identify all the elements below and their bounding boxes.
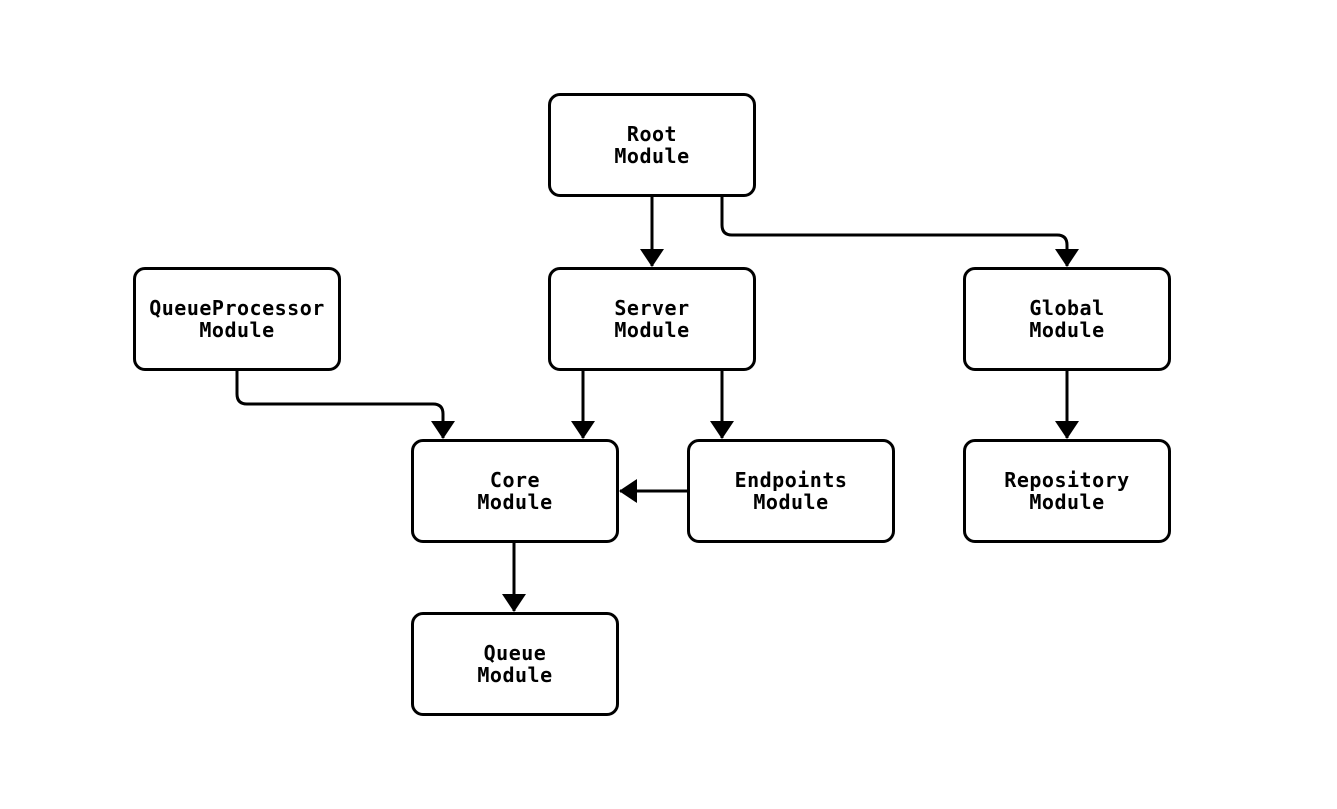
node-label-line2: Module (1029, 490, 1105, 514)
node-label-line2: Module (753, 490, 829, 514)
node-label-line1: Queue (483, 641, 547, 665)
node-label-line1: QueueProcessor (149, 296, 325, 320)
edge-root-to-global (720, 197, 1079, 267)
node-label-line1: Global (1029, 296, 1105, 320)
node-label-line1: Core (489, 468, 541, 492)
node-label-line2: Module (477, 490, 553, 514)
node-label-line2: Module (199, 318, 275, 342)
node-label-line2: Module (614, 144, 690, 168)
node-label-line1: Endpoints (734, 468, 848, 492)
node-label-line2: Module (1029, 318, 1105, 342)
node-label-line1: Root (626, 122, 678, 146)
node-label-line2: Module (477, 663, 553, 687)
edge-queueprocessor-to-core (235, 371, 455, 439)
node-label-line1: Repository (1004, 468, 1130, 492)
node-label-line1: Server (614, 296, 690, 320)
node-label-line2: Module (614, 318, 690, 342)
